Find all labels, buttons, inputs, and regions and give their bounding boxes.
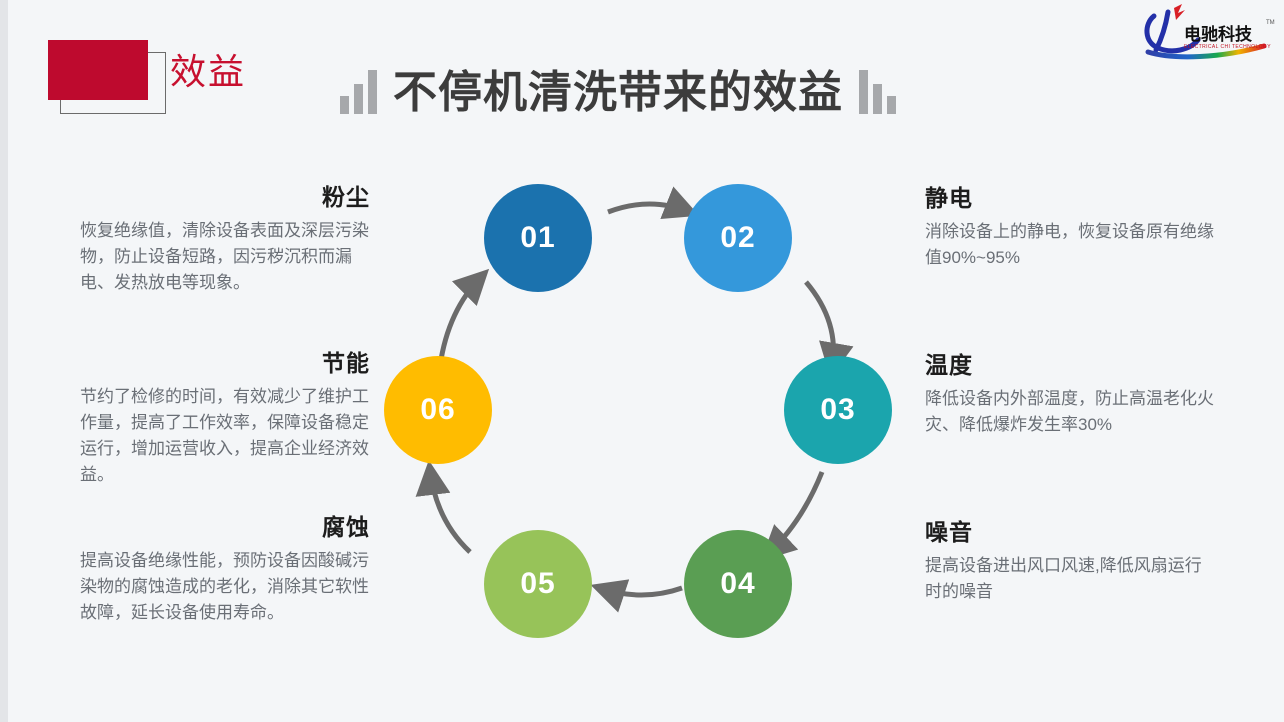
page-title: 不停机清洗带来的效益 [393,68,843,117]
eyebrow-solid-square [48,40,148,100]
svg-text:ELECTRICAL CHI TECHNOLOGY: ELECTRICAL CHI TECHNOLOGY [1184,44,1271,50]
cycle-node-05[interactable]: 05 [484,530,592,638]
cycle-node-04[interactable]: 04 [684,530,792,638]
arrow-03-to-04 [760,471,825,561]
cycle-node-02-label: 02 [720,221,756,254]
cycle-node-04-label: 04 [720,567,756,600]
benefit-heading: 温度 [925,352,973,378]
arrow-02-to-03 [804,280,854,378]
arrow-01-to-02 [607,186,700,219]
bar-chart-descending-icon [859,68,896,118]
cycle-node-03[interactable]: 03 [784,356,892,464]
cycle-node-02[interactable]: 02 [684,184,792,292]
bar-chart-ascending-icon [340,68,377,118]
benefit-body: 节约了检修的时间，有效减少了维护工作量，提高了工作效率，保障设备稳定运行，增加运… [80,387,369,484]
arrow-05-to-06 [415,460,472,554]
cycle-node-06[interactable]: 06 [384,356,492,464]
eyebrow-badge [48,40,168,114]
left-edge-rail [0,0,8,722]
svg-text:TM: TM [1266,20,1275,26]
benefit-block-corrosion: 腐蚀 提高设备绝缘性能，预防设备因酸碱污染物的腐蚀造成的老化，消除其它软性故障，… [80,512,370,626]
title-group: 不停机清洗带来的效益 [340,68,896,118]
arrow-04-to-05 [590,579,683,613]
benefit-heading: 节能 [322,350,370,376]
cycle-node-05-label: 05 [520,567,556,600]
benefit-block-energy-saving: 节能 节约了检修的时间，有效减少了维护工作量，提高了工作效率，保障设备稳定运行，… [80,348,370,488]
benefit-heading: 腐蚀 [322,514,370,540]
svg-text:电驰科技: 电驰科技 [1184,24,1253,44]
benefit-block-static-electricity: 静电 消除设备上的静电，恢复设备原有绝缘值90%~95% [925,183,1215,271]
benefit-body: 降低设备内外部温度，防止高温老化火灾、降低爆炸发生率30% [925,389,1214,434]
benefit-block-noise: 噪音 提高设备进出风口风速,降低风扇运行时的噪音 [925,517,1215,605]
cycle-node-01[interactable]: 01 [484,184,592,292]
benefit-block-dust: 粉尘 恢复绝缘值，清除设备表面及深层污染物，防止设备短路，因污秽沉积而漏电、发热… [80,182,370,296]
cycle-node-06-label: 06 [420,393,456,426]
cycle-diagram: 01 02 03 04 05 06 [370,170,910,660]
company-logo: 电驰科技 ELECTRICAL CHI TECHNOLOGY TM [1138,2,1278,64]
cycle-node-03-label: 03 [820,393,856,426]
benefit-block-temperature: 温度 降低设备内外部温度，防止高温老化火灾、降低爆炸发生率30% [925,350,1215,438]
benefit-heading: 静电 [925,185,973,211]
benefit-heading: 噪音 [925,519,973,545]
benefit-body: 提高设备绝缘性能，预防设备因酸碱污染物的腐蚀造成的老化，消除其它软性故障，延长设… [80,551,369,622]
cycle-node-01-label: 01 [520,221,556,254]
benefit-body: 恢复绝缘值，清除设备表面及深层污染物，防止设备短路，因污秽沉积而漏电、发热放电等… [80,221,369,292]
benefit-body: 消除设备上的静电，恢复设备原有绝缘值90%~95% [925,222,1214,267]
benefit-body: 提高设备进出风口风速,降低风扇运行时的噪音 [925,556,1202,601]
eyebrow-label: 效益 [170,51,247,92]
benefit-heading: 粉尘 [322,184,370,210]
arrow-06-to-01 [437,268,490,367]
